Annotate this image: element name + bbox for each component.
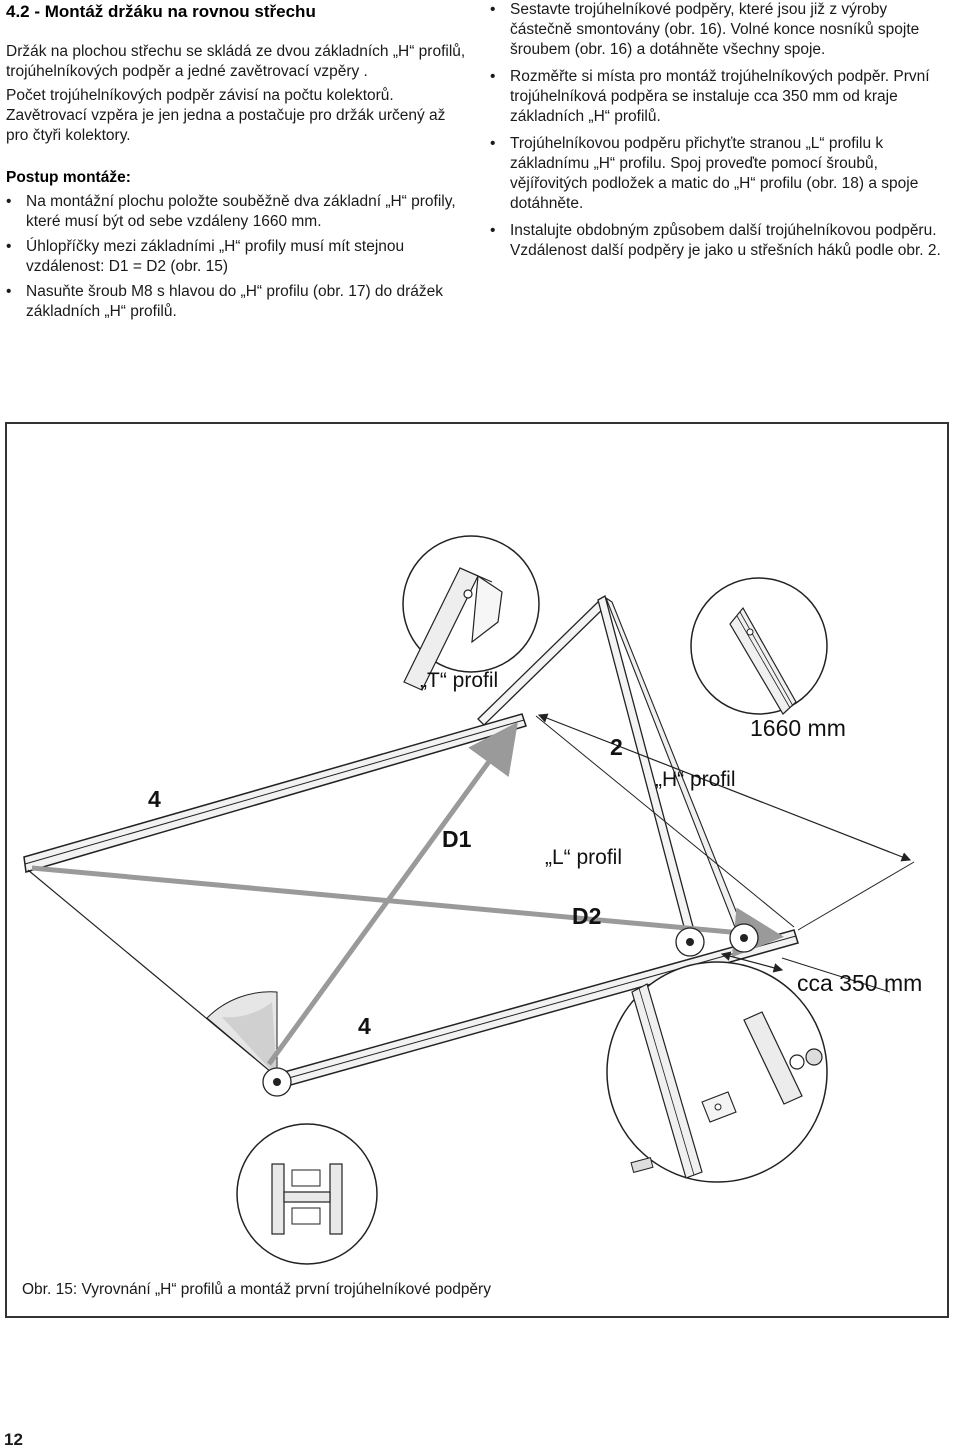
label-part-4-top: 4 (148, 786, 161, 812)
mounting-diagram: „T“ profil 2 1660 mm „H“ profil 4 D1 „L“… (23, 535, 922, 1265)
dimension-350-line (720, 951, 784, 973)
list-item: Sestavte trojúhelníkové podpěry, které j… (490, 0, 950, 60)
detail-t-profile (402, 535, 540, 691)
list-item: Na montážní plochu položte souběžně dva … (6, 192, 466, 232)
intro-paragraph-2: Počet trojúhelníkových podpěr závisí na … (6, 87, 446, 144)
nut-icon (805, 1048, 823, 1066)
figure-frame: „T“ profil 2 1660 mm „H“ profil 4 D1 „L“… (5, 422, 949, 1318)
procedure-list-left: Na montážní plochu položte souběžně dva … (6, 192, 466, 322)
left-column: 4.2 - Montáž držáku na rovnou střechu Dr… (6, 0, 466, 327)
list-item: Instalujte obdobným způsobem další trojú… (490, 221, 950, 261)
list-item: Nasuňte šroub M8 s hlavou do „H“ profilu… (6, 282, 466, 322)
label-d1: D1 (442, 826, 472, 852)
intro-paragraph-1: Držák na plochou střechu se skládá ze dv… (6, 43, 466, 80)
bolt-icon (630, 1156, 654, 1174)
list-item: Úhlopříčky mezi základními „H“ profily m… (6, 237, 466, 277)
procedure-list-right: Sestavte trojúhelníkové podpěry, které j… (490, 0, 950, 261)
section-heading: 4.2 - Montáž držáku na rovnou střechu (6, 2, 316, 21)
list-item: Rozměřte si místa pro montáž trojúhelník… (490, 67, 950, 127)
h-profile-upper (23, 713, 527, 873)
page-number: 12 (4, 1430, 23, 1449)
list-item: Trojúhelníkovou podpěru přichyťte strano… (490, 134, 950, 214)
label-dimension-1660: 1660 mm (750, 715, 846, 741)
label-d2: D2 (572, 903, 601, 929)
label-part-4-bottom: 4 (358, 1013, 371, 1039)
procedure-heading: Postup montáže: (6, 169, 131, 186)
diagonal-d2-arrow (31, 865, 784, 958)
h-profile-cross-section-icon (236, 1123, 378, 1265)
dimension-1660-line (537, 713, 912, 862)
label-dimension-350: cca 350 mm (797, 970, 922, 996)
figure-caption: Obr. 15: Vyrovnání „H“ profilů a montáž … (22, 1281, 491, 1298)
right-column: Sestavte trojúhelníkové podpěry, které j… (490, 0, 950, 268)
label-l-profile: „L“ profil (545, 846, 622, 869)
detail-l-profile-bolt (606, 961, 828, 1183)
detail-h-profile (690, 577, 828, 715)
label-t-profile: „T“ profil (420, 669, 498, 692)
label-h-profile: „H“ profil (655, 768, 736, 791)
washer-icon (789, 1054, 805, 1070)
label-part-2: 2 (610, 734, 623, 760)
diagonal-d1-arrow (266, 721, 518, 1066)
